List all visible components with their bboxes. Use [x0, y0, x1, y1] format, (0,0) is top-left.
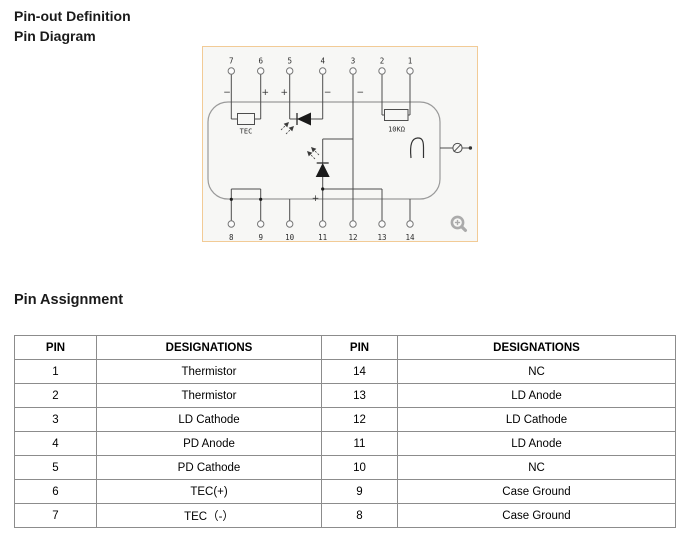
table-row: 3 LD Cathode 12 LD Cathode: [14, 407, 676, 432]
pin-label-11: 11: [318, 233, 327, 241]
pin4-sign: −: [324, 88, 332, 98]
butterfly-package-outline: [207, 101, 441, 200]
table-row: 6 TEC(+) 9 Case Ground: [14, 479, 676, 504]
pin6-sign: +: [262, 88, 270, 98]
table-row: 4 PD Anode 11 LD Anode: [14, 431, 676, 456]
designation-cell: PD Cathode: [96, 455, 322, 480]
designation-cell: TEC（-）: [96, 503, 322, 528]
pin-label-3: 3: [351, 57, 356, 66]
pin-cell: 6: [14, 479, 97, 504]
designation-cell: TEC(+): [96, 479, 322, 504]
pin-cell: 9: [321, 479, 398, 504]
table-header-row: PIN DESIGNATIONS PIN DESIGNATIONS: [14, 335, 676, 360]
table-row: 1 Thermistor 14 NC: [14, 359, 676, 384]
table-row: 5 PD Cathode 10 NC: [14, 455, 676, 480]
pin-label-13: 13: [377, 233, 386, 241]
pin-label-5: 5: [287, 57, 292, 66]
pin-label-14: 14: [405, 233, 415, 241]
pin-cell: 1: [14, 359, 97, 384]
junction-dot: [229, 197, 233, 201]
tec-label: TEC: [240, 128, 253, 136]
pin5-sign: +: [281, 88, 289, 98]
pin-label-1: 1: [408, 57, 413, 66]
thermistor-element: [384, 109, 409, 121]
designation-cell: PD Anode: [96, 431, 322, 456]
pin-label-8: 8: [229, 233, 234, 241]
pin-column-header: PIN: [321, 335, 398, 360]
thermistor-label: 10KΩ: [388, 126, 405, 134]
pin-label-10: 10: [285, 233, 295, 241]
tec-element: [237, 113, 255, 125]
pin-cell: 11: [321, 431, 398, 456]
pin-cell: 7: [14, 503, 97, 528]
pin-diagram-schematic: TEC 10KΩ +: [207, 57, 473, 241]
ld-anode-plus-sign: +: [312, 194, 320, 204]
pin-label-4: 4: [320, 57, 325, 66]
optical-path-icon: [410, 137, 425, 159]
designation-cell: LD Cathode: [96, 407, 322, 432]
table-row: 7 TEC（-） 8 Case Ground: [14, 503, 676, 528]
zoom-in-icon[interactable]: [450, 215, 467, 232]
junction-dot: [259, 197, 263, 201]
pin-label-7: 7: [229, 57, 234, 66]
pin-cell: 12: [321, 407, 398, 432]
pin-cell: 14: [321, 359, 398, 384]
pin3-sign: −: [357, 88, 365, 98]
pin-label-2: 2: [380, 57, 385, 66]
fiber-connector-icon: [440, 142, 473, 154]
designation-cell: LD Anode: [397, 383, 676, 408]
designation-cell: Case Ground: [397, 479, 676, 504]
pin-label-9: 9: [258, 233, 263, 241]
pin-cell: 2: [14, 383, 97, 408]
laser-diode-icon: [307, 147, 330, 177]
designation-cell: LD Anode: [397, 431, 676, 456]
designations-column-header: DESIGNATIONS: [96, 335, 322, 360]
table-row: 2 Thermistor 13 LD Anode: [14, 383, 676, 408]
pin-label-12: 12: [348, 233, 357, 241]
pin-assignment-table: PIN DESIGNATIONS PIN DESIGNATIONS 1 Ther…: [14, 335, 676, 528]
pin7-sign: −: [223, 88, 231, 98]
pin-diagram-heading: Pin Diagram: [14, 28, 96, 44]
pin-cell: 4: [14, 431, 97, 456]
pin-cell: 13: [321, 383, 398, 408]
designation-cell: NC: [397, 359, 676, 384]
pin-assignment-heading: Pin Assignment: [14, 292, 124, 308]
designations-column-header: DESIGNATIONS: [397, 335, 676, 360]
top-pin-terminals: [227, 67, 414, 75]
junction-dot: [321, 187, 325, 191]
pin-cell: 8: [321, 503, 398, 528]
designation-cell: Thermistor: [96, 359, 322, 384]
pin-diagram-image: TEC 10KΩ +: [202, 46, 478, 242]
pin-label-6: 6: [258, 57, 263, 66]
photodiode-icon: [280, 112, 311, 135]
bottom-pin-terminals: [227, 220, 414, 228]
page-title: Pin-out Definition: [14, 8, 131, 24]
designation-cell: LD Cathode: [397, 407, 676, 432]
pin-cell: 10: [321, 455, 398, 480]
designation-cell: NC: [397, 455, 676, 480]
pin-cell: 3: [14, 407, 97, 432]
pin-cell: 5: [14, 455, 97, 480]
designation-cell: Thermistor: [96, 383, 322, 408]
pin-column-header: PIN: [14, 335, 97, 360]
designation-cell: Case Ground: [397, 503, 676, 528]
